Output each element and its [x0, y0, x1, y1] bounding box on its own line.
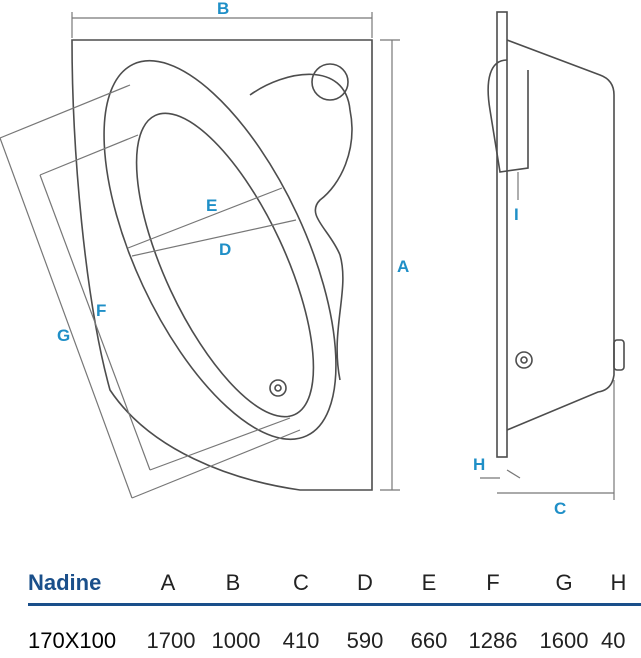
value-a: 1700 — [146, 628, 196, 653]
tub-rim-oval — [103, 59, 337, 441]
label-f: F — [96, 301, 107, 320]
side-drain-icon — [515, 351, 533, 369]
table-divider — [28, 603, 641, 606]
value-e: 660 — [410, 628, 448, 653]
tub-basin-oval — [135, 112, 315, 418]
header-e: E — [421, 570, 437, 595]
value-h: 40 — [601, 628, 626, 653]
header-h: H — [610, 570, 627, 595]
tub-side-view-body — [506, 39, 615, 431]
header-b: B — [225, 570, 241, 595]
value-b: 1000 — [211, 628, 261, 653]
header-d: D — [357, 570, 373, 595]
tub-side-view-panel — [496, 11, 508, 458]
label-b: B — [217, 0, 230, 18]
headrest-knob — [311, 63, 349, 101]
value-d: 590 — [346, 628, 384, 653]
header-g: G — [555, 570, 573, 595]
value-f: 1286 — [468, 628, 518, 653]
label-d: D — [219, 240, 232, 259]
dim-line-f — [39, 174, 151, 471]
tub-headrest — [249, 73, 353, 381]
value-c: 410 — [282, 628, 320, 653]
dim-line-e — [127, 187, 283, 249]
drain-icon — [269, 379, 287, 397]
label-a: A — [397, 257, 410, 276]
dim-line-d — [131, 219, 297, 257]
header-c: C — [293, 570, 309, 595]
bathtub-technical-drawing — [0, 11, 625, 500]
value-g: 1600 — [539, 628, 589, 653]
label-e: E — [206, 196, 218, 215]
label-h: H — [473, 455, 486, 474]
table-data-row: 170X100 1700 1000 410 590 660 1286 1600 … — [0, 628, 641, 658]
table-header-row: Nadine A B C D E F G H — [0, 570, 641, 600]
header-a: A — [160, 570, 176, 595]
model-size: 170X100 — [28, 628, 117, 653]
dim-line-g — [0, 137, 133, 499]
tub-top-view-outline — [71, 39, 373, 491]
label-g: G — [57, 326, 71, 345]
model-name: Nadine — [28, 570, 102, 595]
header-f: F — [486, 570, 500, 595]
label-i: I — [514, 205, 519, 224]
label-c: C — [554, 499, 567, 518]
